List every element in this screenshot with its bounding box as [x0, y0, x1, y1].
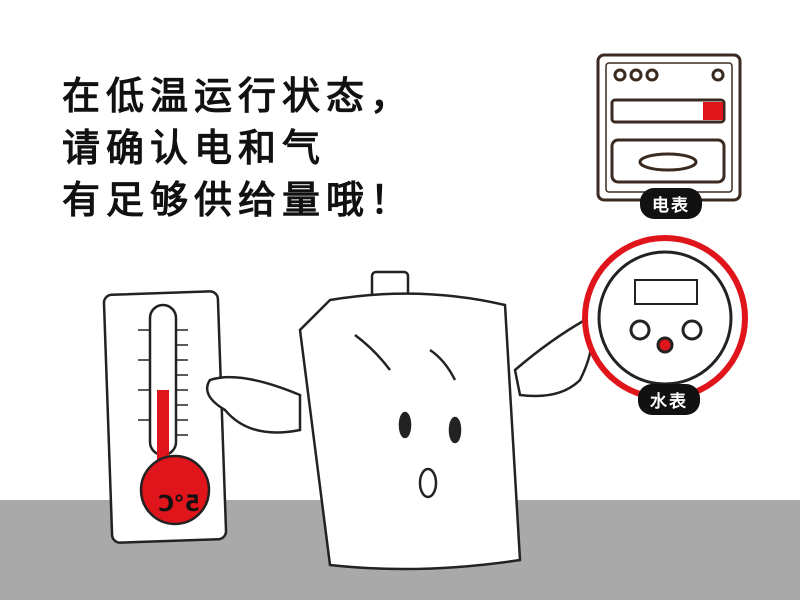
caption-line-3: 有足够供给量哦！ [62, 178, 415, 222]
electric-meter-label: 电表 [640, 188, 702, 219]
water-heater-character [205, 270, 593, 571]
water-meter [582, 235, 748, 401]
caption-line-2: 请确认电和气 [62, 126, 327, 170]
caption-line-1: 在低温运行状态， [62, 74, 415, 118]
caption: 在低温运行状态， 请确认电和气 有足够供给量哦！ [62, 70, 414, 226]
water-meter-label: 水表 [638, 384, 700, 415]
electric-meter [596, 53, 742, 202]
thermometer-reading: 5℃ [158, 492, 200, 517]
thermometer [102, 290, 228, 544]
